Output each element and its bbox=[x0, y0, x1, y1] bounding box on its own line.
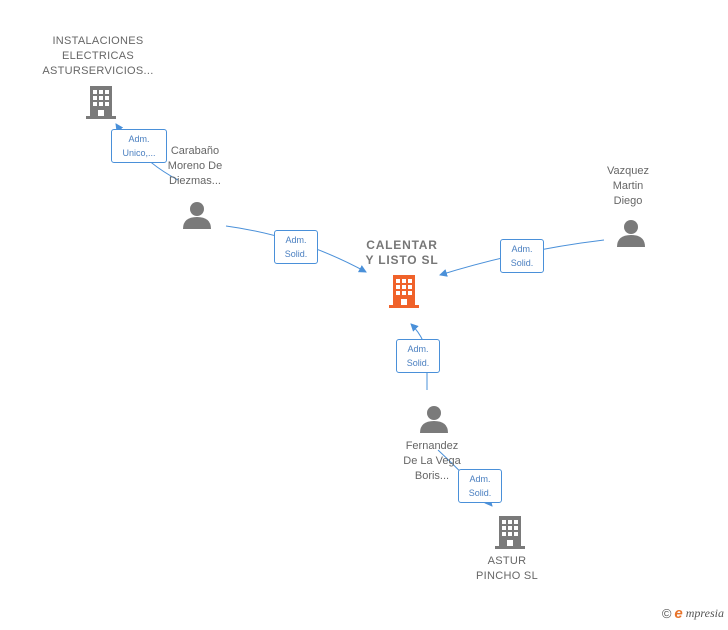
node-label-instalaciones[interactable]: INSTALACIONES ELECTRICAS ASTURSERVICIOS.… bbox=[42, 35, 154, 77]
node-label-fernandez[interactable]: Fernandez De La Vega Boris... bbox=[403, 440, 461, 482]
node-label-vazquez[interactable]: Vazquez Martin Diego bbox=[607, 165, 649, 207]
brand-logo-text: mpresia bbox=[685, 606, 724, 620]
building-icon-main[interactable] bbox=[388, 273, 420, 309]
node-label-calentar[interactable]: CALENTAR Y LISTO SL bbox=[365, 238, 439, 267]
edge-label-adm-unico: Adm. Unico,... bbox=[111, 129, 167, 163]
person-icon[interactable] bbox=[182, 200, 212, 230]
person-icon[interactable] bbox=[616, 218, 646, 248]
edge-label-adm-solid: Adm. Solid. bbox=[274, 230, 318, 264]
person-icon[interactable] bbox=[419, 404, 449, 434]
edge-label-adm-solid: Adm. Solid. bbox=[500, 239, 544, 273]
node-label-astur[interactable]: ASTUR PINCHO SL bbox=[476, 555, 538, 582]
building-icon[interactable] bbox=[85, 84, 117, 120]
building-icon[interactable] bbox=[494, 514, 526, 550]
edge-label-adm-solid: Adm. Solid. bbox=[458, 469, 502, 503]
brand-logo-initial: e bbox=[674, 605, 683, 622]
edge-label-adm-solid: Adm. Solid. bbox=[396, 339, 440, 373]
copyright-symbol: © bbox=[661, 606, 672, 621]
node-label-carabano[interactable]: Carabaño Moreno De Diezmas... bbox=[167, 145, 223, 187]
